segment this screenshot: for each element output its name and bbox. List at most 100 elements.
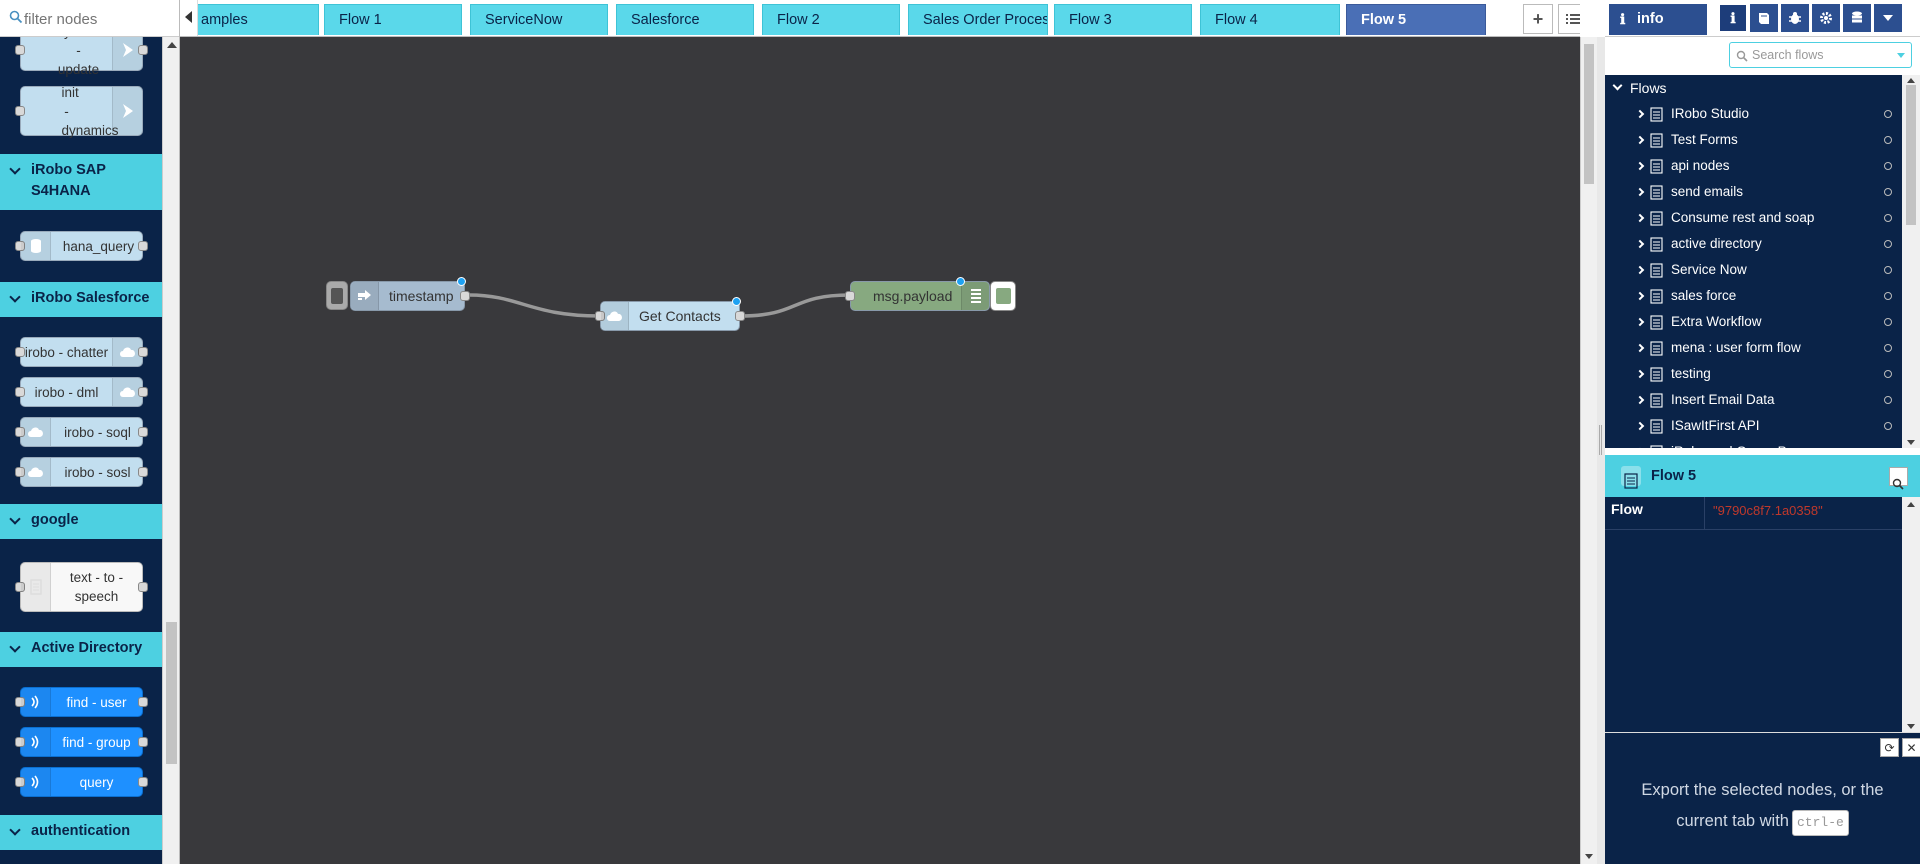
tab-salesforce[interactable]: Salesforce [616,4,754,35]
flow-list-item[interactable]: send emails [1605,179,1902,205]
palette-node-init-dynamics[interactable]: init - dynamics [15,85,143,138]
flow-icon [1650,315,1663,330]
info-button[interactable]: ℹ [1719,4,1747,32]
list-tabs-button[interactable] [1558,4,1580,34]
category-irobo-salesforce[interactable]: iRobo Salesforce [0,282,162,317]
scroll-down-arrow[interactable] [1907,440,1915,445]
inject-trigger-button[interactable] [326,281,348,310]
tab-flow-3[interactable]: Flow 3 [1054,4,1192,35]
wire[interactable] [468,293,601,318]
database-icon [1852,11,1862,23]
flow-list-item[interactable]: ISawItFirst API [1605,413,1902,439]
scroll-up-arrow[interactable] [1907,78,1915,83]
tab-servicenow[interactable]: ServiceNow [470,4,608,35]
context-data-button[interactable] [1843,4,1871,32]
add-tab-button[interactable]: + [1523,4,1553,34]
palette-filter-input[interactable] [24,8,174,30]
palette-node-irobo-sosl[interactable]: irobo - sosl [15,457,148,487]
palette-node-irobo-chatter[interactable]: irobo - chatter [15,337,148,367]
flows-scrollbar[interactable] [1902,75,1920,448]
flow-list-item[interactable]: Test Forms [1605,127,1902,153]
chevron-right-icon[interactable] [1635,317,1645,327]
flow-list-item[interactable]: testing [1605,361,1902,387]
chevron-right-icon[interactable] [1635,161,1645,171]
sidebar-menu-button[interactable] [1874,4,1902,32]
flow-node-timestamp[interactable]: timestamp [350,277,470,311]
palette-scrollbar[interactable] [162,37,179,864]
scroll-up-arrow[interactable] [1907,502,1915,507]
chevron-right-icon[interactable] [1635,291,1645,301]
debug-button[interactable] [1781,4,1809,32]
flow-list-item[interactable]: Extra Workflow [1605,309,1902,335]
tab-flow-5[interactable]: Flow 5 [1346,4,1486,35]
scrollbar-thumb[interactable] [166,622,177,764]
search-icon[interactable] [1889,467,1908,490]
flow-node-get-contacts[interactable]: Get Contacts [595,297,745,331]
flow-list-item[interactable]: api nodes [1605,153,1902,179]
flow-node-msg-payload[interactable]: msg.payload [845,277,990,311]
chevron-right-icon[interactable] [1635,343,1645,353]
category-google[interactable]: google [0,504,162,539]
tab-flow-1[interactable]: Flow 1 [324,4,462,35]
search-flows-input[interactable]: Search flows [1729,42,1912,68]
flow-list-item[interactable]: Consume rest and soap [1605,205,1902,231]
chevron-right-icon[interactable] [1635,213,1645,223]
property-value[interactable]: "9790c8f7.1a0358" [1713,503,1823,518]
category-authentication[interactable]: authentication [0,815,162,850]
palette-node-irobo-soql[interactable]: irobo - soql [15,417,148,447]
scroll-down-arrow[interactable] [1907,724,1915,729]
chevron-right-icon[interactable] [1635,239,1645,249]
properties-scrollbar[interactable] [1902,497,1920,732]
config-button[interactable] [1812,4,1840,32]
input-port[interactable] [845,291,855,301]
chevron-right-icon[interactable] [1635,395,1645,405]
scroll-up-arrow[interactable] [167,42,177,48]
tabs-scroll-left-button[interactable] [180,0,198,36]
chevron-right-icon[interactable] [1635,369,1645,379]
tab-sales-order-process[interactable]: Sales Order Process [908,4,1048,35]
flow-list-item[interactable]: IRobo Studio [1605,101,1902,127]
flow-list-item[interactable]: Insert Email Data [1605,387,1902,413]
scrollbar-thumb[interactable] [1906,85,1916,225]
category-irobo-sap-s4hana[interactable]: iRobo SAP S4HANA [0,154,162,210]
flow-list-item[interactable]: active directory [1605,231,1902,257]
chevron-down-icon [9,641,21,653]
chevron-right-icon[interactable] [1635,109,1645,119]
palette-node-find-group[interactable]: find - group [15,727,148,757]
canvas-scrollbar[interactable] [1580,37,1597,864]
wire[interactable] [739,293,851,318]
chevron-down-icon[interactable] [1897,53,1905,58]
palette-node-dynamics-update[interactable]: dynamics - update [15,37,148,77]
palette-node-find-user[interactable]: find - user [15,687,148,717]
flow-list-item[interactable]: iRobo and Group Perms [1605,439,1902,448]
flow-canvas[interactable]: timestamp Get Contacts msg.payload [180,37,1580,864]
output-port[interactable] [460,291,470,301]
category-active-directory[interactable]: Active Directory [0,632,162,667]
chevron-right-icon[interactable] [1635,265,1645,275]
input-port[interactable] [595,311,605,321]
close-tip-button[interactable]: ✕ [1902,738,1920,757]
sidebar-tab-info[interactable]: ℹ info [1609,4,1707,35]
palette-node-hana-query[interactable]: hana_query [15,231,148,261]
palette-node-text-to-speech[interactable]: text - to - speech [15,562,148,612]
help-button[interactable] [1750,4,1778,32]
flows-root[interactable]: Flows [1605,75,1902,101]
chevron-right-icon[interactable] [1635,421,1645,431]
scroll-down-arrow[interactable] [1585,854,1593,859]
chevron-right-icon[interactable] [1635,135,1645,145]
tab-flow-2[interactable]: Flow 2 [762,4,900,35]
chevron-right-icon[interactable] [1635,187,1645,197]
scrollbar-thumb[interactable] [1584,44,1594,184]
output-port[interactable] [735,311,745,321]
flow-list-item[interactable]: sales force [1605,283,1902,309]
palette-node-query[interactable]: query [15,767,148,797]
tab-flow-4[interactable]: Flow 4 [1200,4,1340,35]
flow-list-item[interactable]: mena : user form flow [1605,335,1902,361]
palette-node-irobo-dml[interactable]: irobo - dml [15,377,148,407]
sidebar-resize-handle[interactable] [1597,37,1605,864]
tab-examples[interactable]: amples [180,4,319,35]
flow-list-item[interactable]: Service Now [1605,257,1902,283]
flow-name: ISawItFirst API [1671,418,1760,433]
debug-toggle-button[interactable] [990,281,1016,311]
refresh-tip-button[interactable]: ⟳ [1880,738,1899,757]
